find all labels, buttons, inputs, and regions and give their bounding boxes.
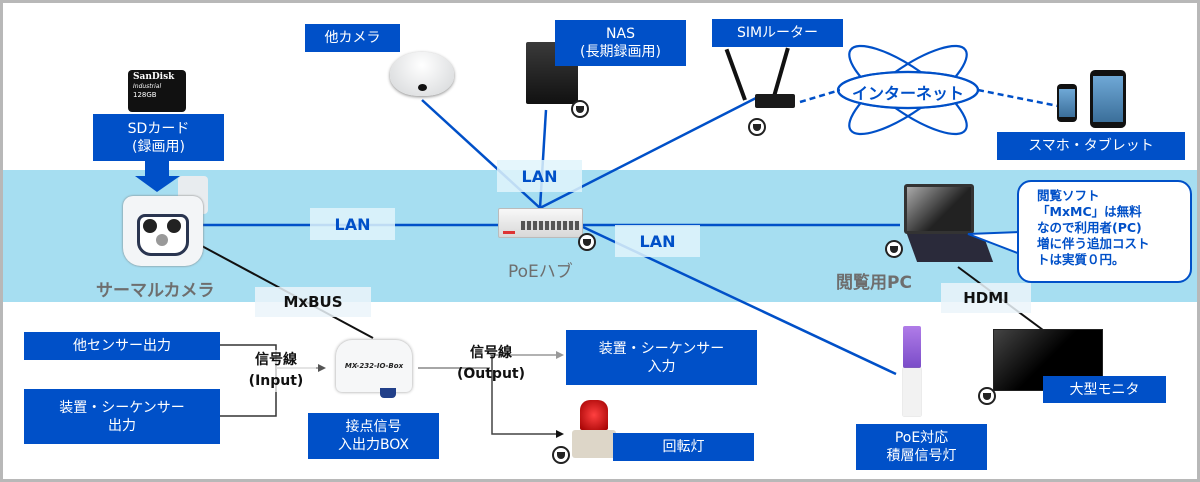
label-text: (長期録画用) — [580, 44, 661, 60]
label-smartphone-tablet: スマホ・タブレット — [997, 132, 1185, 160]
sim-router-icon — [724, 46, 795, 108]
power-plug-icon — [885, 240, 903, 258]
poe-hub-icon — [498, 208, 583, 238]
label-text: スマホ・タブレット — [1028, 138, 1154, 154]
signal-text: (Input) — [248, 373, 304, 389]
arrow-head — [318, 364, 326, 372]
label-contact-io-box: 接点信号入出力BOX — [308, 413, 439, 459]
dashed-line-internet-phone — [977, 88, 1059, 108]
label-text: PoE対応 — [894, 430, 949, 446]
sd-to-camera-arrow — [135, 160, 180, 192]
label-text: 接点信号 — [345, 419, 402, 435]
callout-line: 「MxMC」は無料 — [1037, 204, 1142, 219]
label-large-monitor: 大型モニタ — [1043, 376, 1166, 403]
sd-sub: Industrial — [133, 83, 162, 90]
power-plug-icon — [578, 233, 596, 251]
sd-card-icon: SanDisk Industrial 128GB — [128, 70, 186, 112]
io-box-model: MX-232-IO-Box — [344, 362, 404, 370]
signal-text: 信号線 — [255, 352, 297, 368]
thermal-camera-icon — [123, 176, 208, 268]
power-plug-icon — [748, 118, 766, 136]
sd-capacity: 128GB — [133, 91, 157, 99]
lan-line-nas-hub — [538, 109, 548, 209]
label-text: (録画用) — [132, 138, 185, 155]
io-box-icon: MX-232-IO-Box — [336, 340, 412, 398]
dome-camera-icon — [390, 52, 454, 96]
label-other-camera: 他カメラ — [305, 24, 400, 52]
label-text: 装置・シーケンサー — [59, 399, 185, 416]
power-plug-icon — [552, 446, 570, 464]
label-poe-signal-tower: PoE対応積層信号灯 — [856, 424, 987, 470]
label-text: 積層信号灯 — [886, 448, 957, 464]
mxmc-callout: 閲覧ソフト 「MxMC」は無料 なので利用者(PC) 増に伴う追加コスト トは実… — [1017, 180, 1192, 283]
lan-label-left: LAN — [310, 208, 395, 240]
signal-text: 信号線 — [470, 345, 512, 361]
signal-tower-icon — [903, 326, 921, 420]
callout-line: 閲覧ソフト — [1037, 188, 1100, 203]
label-text: 回転灯 — [662, 439, 705, 455]
label-sim-router: SIMルーター — [712, 19, 843, 47]
label-rotating-light: 回転灯 — [613, 433, 754, 461]
label-text: 入力 — [647, 358, 676, 375]
label-nas: NAS (長期録画用) — [555, 20, 686, 66]
thermal-camera-caption: サーマルカメラ — [96, 281, 215, 301]
callout-line: トは実質０円。 — [1037, 252, 1125, 267]
smartphone-icon — [1057, 84, 1077, 122]
label-text: 大型モニタ — [1069, 381, 1140, 398]
callout-line: 増に伴う追加コスト — [1037, 236, 1150, 251]
label-text: 装置・シーケンサー — [598, 340, 725, 357]
signal-input-label: 信号線 (Input) — [236, 350, 316, 392]
mxbus-label: MxBUS — [255, 287, 371, 317]
label-text: SDカード — [127, 120, 190, 137]
viewer-pc-caption: 閲覧用PC — [836, 273, 912, 293]
rotating-light-icon — [572, 400, 616, 462]
label-device-sequencer-input: 装置・シーケンサー入力 — [566, 330, 757, 385]
sd-brand: SanDisk — [133, 72, 175, 82]
label-text: 入出力BOX — [337, 437, 410, 453]
poe-hub-caption: PoEハブ — [508, 262, 573, 282]
label-text: 出力 — [108, 417, 136, 434]
signal-text: (Output) — [456, 366, 526, 382]
dashed-line-router-internet — [799, 88, 841, 104]
power-plug-icon — [571, 100, 589, 118]
power-plug-icon — [978, 387, 996, 405]
signal-output-label: 信号線 (Output) — [446, 343, 536, 385]
label-text: 他センサー出力 — [73, 338, 171, 354]
label-other-sensor-output: 他センサー出力 — [24, 332, 220, 360]
laptop-icon — [902, 184, 994, 264]
lan-label-right: LAN — [615, 225, 700, 257]
tablet-icon — [1090, 70, 1126, 128]
label-text: NAS — [606, 26, 635, 42]
hdmi-label: HDMI — [941, 283, 1031, 313]
callout-line: なので利用者(PC) — [1037, 220, 1142, 235]
label-device-sequencer-output: 装置・シーケンサー出力 — [24, 389, 220, 444]
lan-label-top: LAN — [497, 160, 582, 192]
internet-label: インターネット — [851, 84, 964, 103]
label-text: SIMルーター — [736, 25, 819, 41]
label-sd-card: SDカード(録画用) — [93, 114, 224, 161]
label-text: 他カメラ — [324, 30, 381, 46]
